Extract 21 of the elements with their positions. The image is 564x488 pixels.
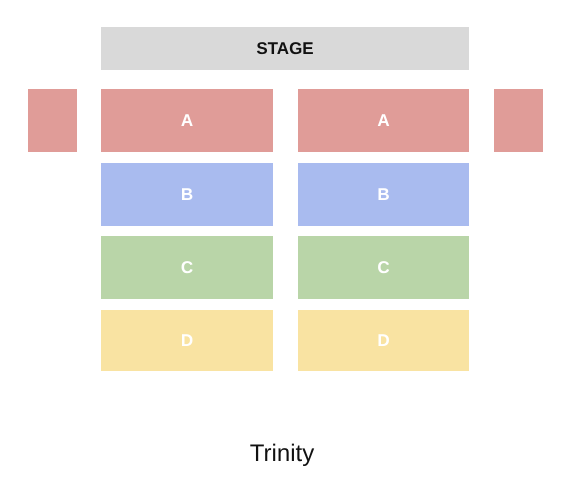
seating-section: [101, 310, 273, 371]
seating-section: [298, 310, 469, 371]
section-label: C: [377, 258, 390, 278]
section-label: C: [180, 258, 194, 278]
section-label: A: [180, 110, 194, 130]
seating-section: [101, 236, 273, 299]
section-label: A: [377, 110, 390, 130]
section-label: D: [377, 330, 390, 350]
seating-section: [298, 163, 469, 226]
stage-label: STAGE: [256, 38, 314, 58]
seating-section: [298, 89, 469, 152]
caption: Trinity: [250, 440, 314, 467]
section-label: B: [377, 184, 390, 204]
seating-section: [298, 236, 469, 299]
seating-block: [28, 89, 77, 152]
seating-block: [494, 89, 543, 152]
stage-area: [101, 27, 469, 70]
section-label: B: [180, 184, 194, 204]
seating-section: [101, 89, 273, 152]
seating-section: [101, 163, 273, 226]
section-label: D: [180, 330, 194, 350]
